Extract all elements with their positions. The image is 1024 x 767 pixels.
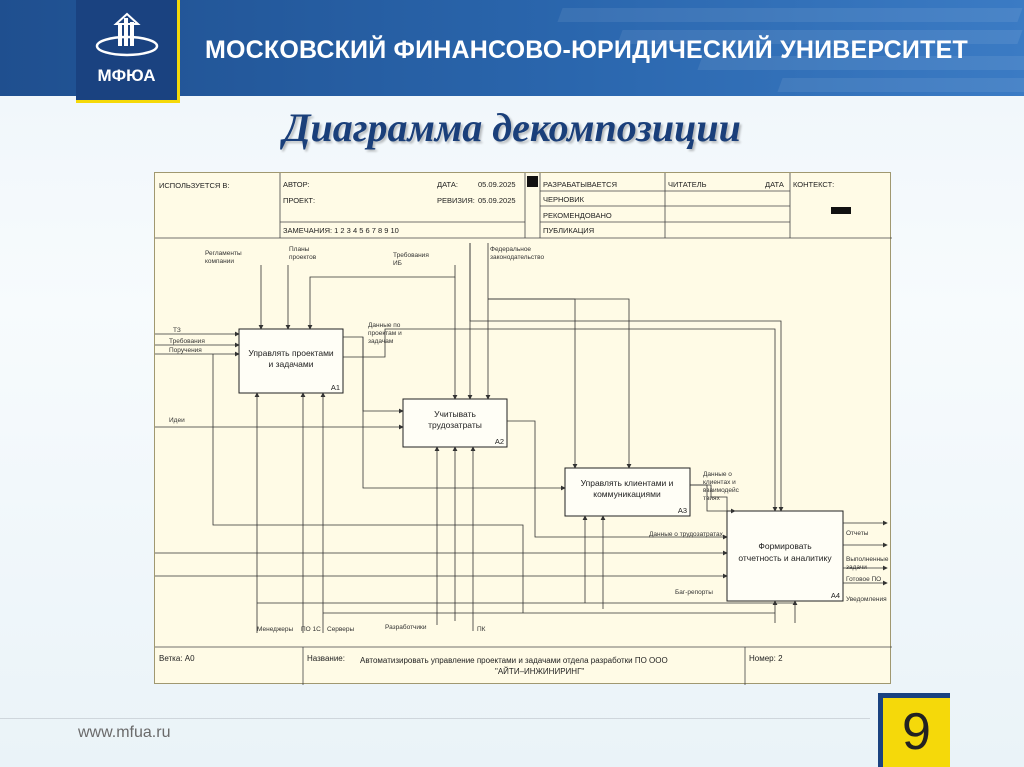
logo-emblem-icon: [95, 12, 159, 57]
notes-label: ЗАМЕЧАНИЯ: 1 2 3 4 5 6 7 8 9 10: [283, 226, 399, 235]
idef0-canvas: ИСПОЛЬЗУЕТСЯ В: АВТОР: ПРОЕКТ: ЗАМЕЧАНИЯ…: [155, 173, 892, 685]
arrow-network: [155, 243, 888, 633]
label-reglamenty-2: компании: [205, 258, 234, 265]
block-a4: [726, 510, 844, 602]
diagram-name-line1: Автоматизировать управление проектами и …: [360, 656, 668, 665]
block-a2: [402, 398, 508, 448]
block-a1: [238, 328, 344, 394]
revision-label: РЕВИЗИЯ:: [437, 196, 475, 205]
status-publication: ПУБЛИКАЦИЯ: [543, 226, 594, 235]
page-number-box: 9: [878, 693, 950, 767]
university-name: МОСКОВСКИЙ ФИНАНСОВО-ЮРИДИЧЕСКИЙ УНИВЕРС…: [205, 36, 968, 64]
logo-text: МФЮА: [97, 66, 156, 85]
label-dk-1: Данные о: [703, 471, 732, 478]
status-marker: [527, 176, 538, 187]
block-a2-title2: трудозатраты: [428, 420, 482, 430]
status-recommended: РЕКОМЕНДОВАНО: [543, 211, 612, 220]
form-footer-grid: [155, 646, 892, 685]
label-bag: Баг-репорты: [675, 589, 713, 596]
date-column-label: ДАТА: [765, 180, 784, 189]
label-dp-2: проектам и: [368, 330, 402, 337]
block-a4-title2: отчетность и аналитику: [738, 553, 832, 563]
block-a4-code: A4: [831, 591, 840, 600]
block-a2-code: A2: [495, 437, 504, 446]
label-treb-ib-1: Требования: [393, 251, 429, 259]
name-label: Название:: [307, 654, 345, 663]
label-idei: Идеи: [169, 417, 185, 424]
block-a1-code: A1: [331, 383, 340, 392]
block-a4-title1: Формировать: [758, 541, 812, 551]
block-a2-title1: Учитывать: [434, 409, 476, 419]
label-dt: Данные о трудозатратах: [649, 531, 724, 538]
label-porucheniya: Поручения: [169, 347, 202, 354]
label-dp-3: задачам: [368, 338, 394, 345]
label-uved: Уведомления: [846, 596, 887, 603]
number-label: Номер: 2: [749, 654, 783, 663]
label-razrab: Разработчики: [385, 623, 427, 631]
date-label: ДАТА:: [437, 180, 458, 189]
author-label: АВТОР:: [283, 180, 310, 189]
status-in-work: РАЗРАБАТЫВАЕТСЯ: [543, 180, 617, 189]
label-treb-ib-2: ИБ: [393, 260, 402, 267]
project-label: ПРОЕКТ:: [283, 196, 315, 205]
label-dk-3: взаимодейс: [703, 486, 740, 494]
idef0-diagram: ИСПОЛЬЗУЕТСЯ В: АВТОР: ПРОЕКТ: ЗАМЕЧАНИЯ…: [154, 172, 892, 685]
page-number: 9: [902, 703, 931, 761]
label-fed-2: законодательство: [490, 254, 545, 261]
label-po1c: ПО 1С: [301, 626, 321, 633]
block-a1-title2: и задачами: [269, 359, 314, 369]
status-draft: ЧЕРНОВИК: [543, 195, 585, 204]
label-trebovaniya: Требования: [169, 337, 205, 345]
label-gotovoe: Готовое ПО: [846, 576, 881, 583]
reader-label: ЧИТАТЕЛЬ: [668, 180, 707, 189]
label-plany-2: проектов: [289, 254, 317, 261]
label-dp-1: Данные по: [368, 322, 401, 329]
label-otchety: Отчеты: [846, 530, 869, 537]
date-value: 05.09.2025: [478, 180, 516, 189]
label-servery: Серверы: [327, 626, 355, 633]
context-marker: [831, 207, 851, 214]
label-tz: ТЗ: [173, 327, 181, 334]
university-logo: МФЮА: [76, 0, 180, 103]
block-a3: [564, 467, 691, 517]
block-a3-title1: Управлять клиентами и: [581, 478, 674, 488]
block-a3-code: A3: [678, 506, 687, 515]
revision-value: 05.09.2025: [478, 196, 516, 205]
context-label: КОНТЕКСТ:: [793, 180, 834, 189]
slide-title: Диаграмма декомпозиции: [283, 105, 741, 150]
label-menedzhery: Менеджеры: [257, 626, 294, 633]
label-dk-4: твиях: [703, 495, 721, 502]
form-header-grid: [155, 173, 892, 239]
label-vz-2: задачи: [846, 564, 867, 571]
label-vz-1: Выполненные: [846, 556, 889, 563]
website-link[interactable]: www.mfua.ru: [78, 724, 171, 741]
label-plany-1: Планы: [289, 246, 310, 253]
diagram-name-line2: "АЙТИ–ИНЖИНИРИНГ": [495, 667, 584, 676]
label-reglamenty-1: Регламенты: [205, 250, 242, 257]
block-a1-title1: Управлять проектами: [248, 348, 334, 358]
block-a3-title2: коммуникациями: [593, 489, 661, 499]
label-fed-1: Федеральное: [490, 246, 531, 253]
footer-divider: [0, 718, 870, 719]
label-pk: ПК: [477, 626, 486, 633]
node-label: Ветка: А0: [159, 654, 195, 663]
label-dk-2: клиентах и: [703, 479, 736, 486]
used-in-label: ИСПОЛЬЗУЕТСЯ В:: [159, 181, 230, 190]
